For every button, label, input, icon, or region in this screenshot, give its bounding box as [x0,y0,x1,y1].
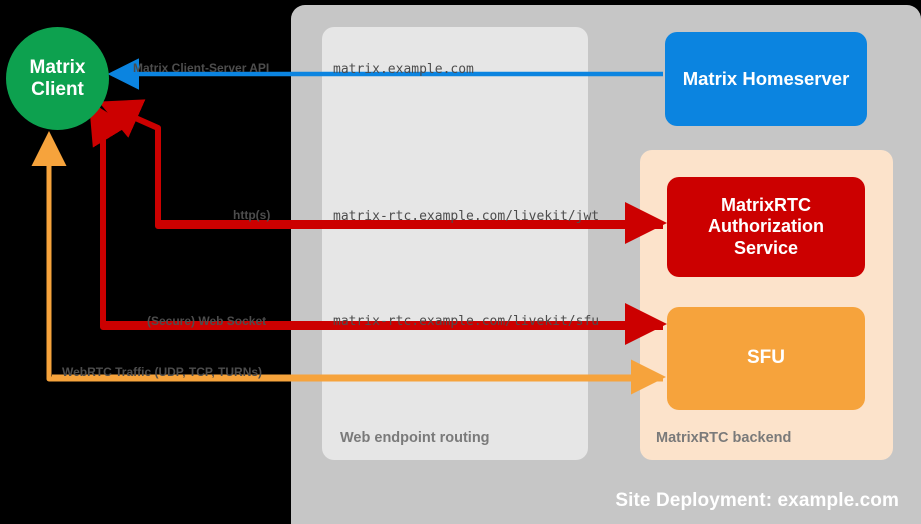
node-matrix-client[interactable]: Matrix Client [6,27,109,130]
sfu-label: SFU [747,347,785,369]
node-matrix-homeserver[interactable]: Matrix Homeserver [665,32,867,126]
connector-label-https: http(s) [233,208,271,222]
endpoint-label-matrix-example-com: matrix.example.com [333,62,474,77]
connector-label-matrix-client-server-api: Matrix Client-Server API [133,61,270,75]
connector-label-secure-websocket: (Secure) Web Socket [147,314,267,328]
connector-webrtc-traffic [31,131,666,395]
endpoint-label-livekit-sfu: matrix-rtc.example.com/livekit/sfu [333,314,600,329]
auth-service-label-line2: Authorization [708,216,824,237]
auth-service-label-line1: MatrixRTC [720,194,811,215]
matrix-client-label-line2: Client [31,78,84,100]
matrix-client-label-line1: Matrix [29,56,86,78]
node-matrixrtc-authorization-service[interactable]: MatrixRTC Authorization Service [667,177,865,277]
web-endpoint-routing-container: Web endpoint routing [322,27,588,460]
matrix-homeserver-label: Matrix Homeserver [682,67,850,89]
connector-https-jwt [98,99,667,244]
connector-secure-websocket [88,100,667,345]
auth-service-label-line3: Service [733,237,799,258]
matrixrtc-backend-label: MatrixRTC backend [656,430,792,446]
endpoint-label-livekit-jwt: matrix-rtc.example.com/livekit/jwt [333,209,600,224]
site-deployment-label: Site Deployment: example.com [615,490,899,511]
web-endpoint-routing-label: Web endpoint routing [340,430,490,446]
node-sfu[interactable]: SFU [667,307,865,410]
connector-label-webrtc-traffic: WebRTC Traffic (UDP, TCP, TURNs) [62,365,263,379]
